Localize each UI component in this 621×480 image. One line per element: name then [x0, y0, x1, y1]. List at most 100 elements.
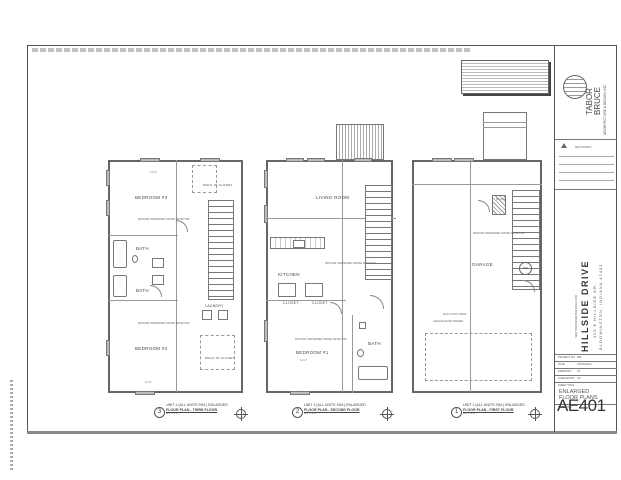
window	[106, 340, 110, 356]
window	[135, 391, 155, 395]
window	[106, 170, 110, 186]
balcony-deck	[336, 124, 384, 160]
room-label: CLOSET	[312, 301, 328, 305]
toilet	[132, 255, 138, 263]
range	[278, 283, 296, 297]
wall	[342, 160, 343, 392]
refrigerator	[305, 283, 323, 297]
field-value: XX/XX/20XX	[577, 363, 592, 366]
plan-scale: 1/4" = 1'-0"	[166, 412, 179, 415]
wall	[412, 184, 542, 185]
window	[354, 158, 372, 162]
revision-delta-icon	[561, 143, 567, 148]
revision-row	[559, 164, 614, 165]
general-notes-box	[461, 60, 549, 94]
wall	[176, 160, 177, 392]
dryer	[218, 310, 228, 320]
shower	[113, 275, 127, 297]
first-floor-outline	[412, 160, 542, 393]
window	[454, 158, 474, 162]
room-label: BATH	[136, 246, 149, 251]
field-label: CHECKED BY	[558, 377, 575, 380]
general-notes-strip	[32, 48, 472, 52]
revision-row	[559, 156, 614, 157]
north-arrow-icon	[234, 407, 248, 421]
sheet-number-label: SHEET NO.	[558, 406, 572, 409]
plan-title-line1: UNIT 1 (ALL UNITS SIM.) ENLARGED	[166, 403, 228, 407]
field-value: ###	[577, 356, 582, 359]
plan-caption: UNIT 1 (ALL UNITS SIM.) ENLARGED FLOOR P…	[304, 403, 366, 417]
dimension: 11'-0"	[150, 170, 157, 174]
wall	[266, 218, 396, 219]
window	[264, 320, 268, 342]
sheet-title-cell: SHEET TITLE ENLARGED FLOOR PLANS	[555, 383, 617, 405]
revision-row	[559, 172, 614, 173]
room-label: LAUNDRY	[205, 304, 224, 308]
window	[200, 158, 220, 162]
closet-dashed	[192, 165, 217, 193]
firm-name-line2: BRUCE	[593, 86, 602, 115]
room-label: BEDROOM #3	[135, 195, 168, 200]
plan-title-line2: FLOOR PLAN - FIRST FLOOR	[463, 407, 514, 412]
window	[432, 158, 452, 162]
closet-dashed	[200, 335, 235, 370]
margin-file-path	[10, 380, 13, 470]
note-smoke-detector: PROVIDE HARDWIRED SMOKE DETECTOR	[325, 262, 377, 265]
wall	[352, 315, 353, 393]
third-floor-outline	[108, 160, 243, 393]
entry-stoop	[483, 112, 527, 160]
dimension: 11'-0"	[300, 358, 307, 362]
firm-logo-cell: TABOR BRUCE ARCHITECTURE & DESIGN, INC.	[555, 45, 617, 140]
bathtub	[358, 366, 388, 380]
project-address-line1: 110 E HILLSIDE DR.	[592, 282, 597, 338]
second-floor-outline	[266, 160, 393, 393]
note-smoke-detector: PROVIDE HARDWIRED SMOKE DETECTOR	[138, 322, 190, 325]
step-line	[483, 127, 527, 128]
dimension: 11'-0"	[145, 380, 152, 384]
car-outline-dashed	[425, 333, 532, 381]
plan-title-line1: UNIT 1 (ALL UNITS SIM.) ENLARGED	[304, 403, 366, 407]
plan-number-badge: 3	[154, 407, 165, 418]
sheet-bottom-rule	[27, 431, 617, 434]
toilet	[357, 349, 364, 357]
step-line	[483, 122, 527, 123]
sheet-number-cell: SHEET NO.	[555, 405, 617, 432]
note-smoke-detector: PROVIDE HARDWIRED SMOKE DETECTOR	[295, 338, 347, 341]
closet-hatched	[492, 195, 506, 215]
window	[106, 200, 110, 216]
sheet-title-label: SHEET TITLE	[558, 384, 575, 387]
window	[264, 170, 268, 188]
room-label: GARAGE	[472, 262, 494, 267]
north-arrow-icon	[528, 407, 542, 421]
room-label: BEDROOM #1	[296, 350, 329, 355]
plan-caption: UNIT 1 (ALL UNITS SIM.) ENLARGED FLOOR P…	[166, 403, 228, 417]
room-label: WALK-IN CLOSET	[205, 356, 235, 360]
field-value: XX	[577, 370, 581, 373]
wall	[108, 300, 178, 301]
wall	[108, 235, 178, 236]
room-label: BATH	[368, 341, 381, 346]
sheet-title: ENLARGED FLOOR PLANS	[559, 389, 598, 401]
note-garage-door-opener: GARAGE DOOR OPENER	[433, 320, 464, 323]
note-smoke-detector: PROVIDE HARDWIRED SMOKE DETECTOR	[473, 232, 525, 235]
title-block: TABOR BRUCE ARCHITECTURE & DESIGN, INC. …	[554, 45, 617, 432]
firm-logo-icon	[563, 75, 587, 99]
room-label: BATH	[136, 288, 149, 293]
bathtub	[113, 240, 127, 268]
revisions-cell: REVISIONS	[555, 140, 617, 190]
stairs	[512, 190, 540, 290]
window	[286, 158, 304, 162]
project-name: HILLSIDE DRIVE	[580, 259, 590, 352]
field-drawn-by: DRAWN BY XX	[555, 369, 617, 376]
room-label: LIVING ROOM	[316, 195, 350, 200]
room-label: KITCHEN	[278, 272, 300, 277]
wall	[470, 160, 471, 392]
plan-caption: UNIT 1 (ALL UNITS SIM.) ENLARGED FLOOR P…	[463, 403, 525, 417]
room-label: BEDROOM #2	[135, 346, 168, 351]
north-arrow-icon	[380, 407, 394, 421]
sink	[152, 258, 164, 268]
stairs	[365, 185, 392, 280]
plan-title-line1: UNIT 1 (ALL UNITS SIM.) ENLARGED	[463, 403, 525, 407]
room-label: CLOSET	[283, 301, 299, 305]
plan-scale: 1/4" = 1'-0"	[304, 412, 317, 415]
